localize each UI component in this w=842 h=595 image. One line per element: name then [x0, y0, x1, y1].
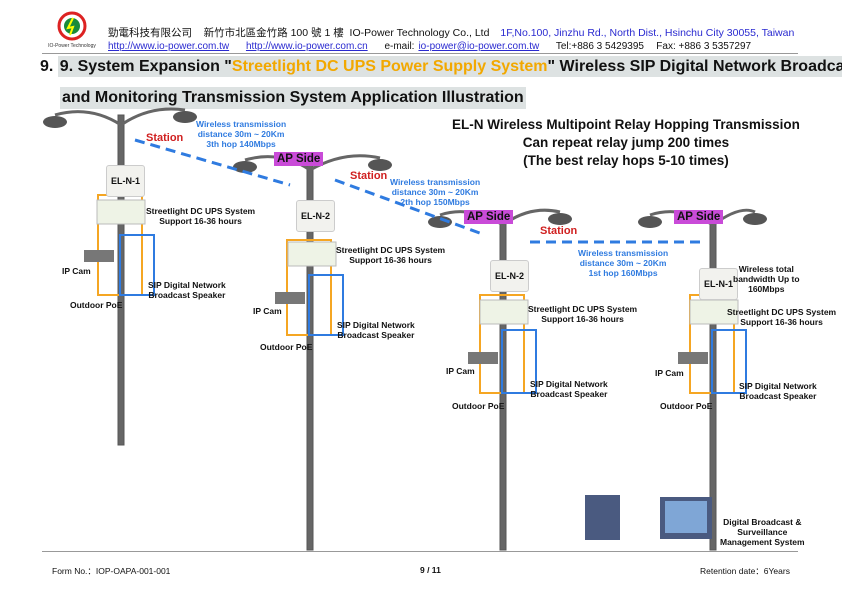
spk-l2: Broadcast Speaker — [739, 391, 817, 401]
retention-date: Retention date：6Years — [700, 566, 790, 576]
ap-side-label-2: AP Side — [464, 210, 514, 224]
mgmt-l2: Surveillance — [737, 527, 788, 537]
poe-label-1: Outdoor PoE — [70, 300, 123, 310]
el-n-2-unit-label-b: EL-N-2 — [490, 260, 529, 292]
link-l2: distance 30m ~ 20Km — [391, 187, 479, 197]
form-number: Form No.：IOP-OAPA-001-001 — [52, 566, 171, 576]
ups-l2: Support 16-36 hours — [349, 255, 432, 265]
section-title-line-2: and Monitoring Transmission System Appli… — [60, 87, 526, 109]
address-zh: 新竹市北區金竹路 100 號 1 樓 — [203, 27, 344, 39]
fax: Fax: +886 3 5357297 — [656, 41, 752, 52]
poe-label-3: Outdoor PoE — [452, 401, 505, 411]
page-number: 9 / 11 — [420, 565, 441, 575]
address-en: 1F,No.100, Jinzhu Rd., North Dist., Hsin… — [500, 27, 795, 39]
spk-l1: SIP Digital Network — [337, 320, 415, 330]
ups-l1: Streetlight DC UPS System — [146, 206, 256, 216]
spk-l1: SIP Digital Network — [739, 381, 817, 391]
mgmt-l3: Management System — [720, 537, 805, 547]
link-l1: Wireless transmission — [196, 119, 287, 129]
ups-l2: Support 16-36 hours — [740, 317, 823, 327]
link-l1: Wireless transmission — [390, 177, 481, 187]
headline-l3: (The best relay hops 5-10 times) — [523, 153, 729, 168]
footer-divider — [42, 551, 798, 552]
el-n-1-unit-label: EL-N-1 — [106, 165, 145, 197]
link-l1: Wireless transmission — [578, 248, 669, 258]
link-l3: 1st hop 160Mbps — [588, 268, 658, 278]
headline-l2: Can repeat relay jump 200 times — [522, 135, 730, 150]
link-l3: 2th hop 150Mbps — [400, 197, 470, 207]
headline-l1: EL-N Wireless Multipoint Relay Hopping T… — [452, 117, 800, 132]
ups-l1: Streetlight DC UPS System — [336, 245, 446, 255]
website-tw-link[interactable]: http://www.io-power.com.tw — [108, 41, 230, 52]
section-title: 9. 9. System Expansion "Streetlight DC U… — [40, 56, 842, 77]
svg-text:IO-Power Technology: IO-Power Technology — [48, 43, 96, 49]
ip-cam-label-2: IP Cam — [253, 306, 282, 316]
phone: Tel:+886 3 5429395 — [555, 41, 644, 52]
ap-side-label-3: AP Side — [674, 210, 724, 224]
bw-l2: bandwidth Up to — [733, 274, 800, 284]
poe-label-4: Outdoor PoE — [660, 401, 713, 411]
spk-l2: Broadcast Speaker — [530, 389, 608, 399]
title-suffix: " Wireless SIP Digital Network Broadcast — [547, 58, 842, 75]
bw-l1: Wireless total — [738, 264, 794, 274]
station-label-1: Station — [146, 132, 184, 144]
spk-l2: Broadcast Speaker — [148, 290, 226, 300]
ip-cam-label-4: IP Cam — [655, 368, 684, 378]
title-highlight: Streetlight DC UPS Power Supply System — [231, 58, 548, 75]
ap-side-label-1: AP Side — [274, 152, 324, 166]
poe-label-2: Outdoor PoE — [260, 342, 313, 352]
link-l2: distance 30m ~ 20Km — [197, 129, 285, 139]
ip-cam-label-3: IP Cam — [446, 366, 475, 376]
header-line-1: 勁電科技有限公司 新竹市北區金竹路 100 號 1 樓 IO-Power Tec… — [108, 25, 794, 40]
spk-l1: SIP Digital Network — [148, 280, 226, 290]
spk-l2: Broadcast Speaker — [337, 330, 415, 340]
email-link[interactable]: io-power@io-power.com.tw — [418, 41, 540, 52]
company-name-en: IO-Power Technology Co., Ltd — [349, 27, 490, 39]
ip-cam-label-1: IP Cam — [62, 266, 91, 276]
company-logo: IO-Power Technology — [47, 10, 97, 50]
ups-l2: Support 16-36 hours — [541, 314, 624, 324]
spk-l1: SIP Digital Network — [530, 379, 608, 389]
bw-l3: 160Mbps — [748, 284, 785, 294]
header-line-2: http://www.io-power.com.tw http://www.io… — [108, 41, 755, 52]
el-n-1-unit-label-b: EL-N-1 — [699, 268, 738, 300]
company-name-zh: 勁電科技有限公司 — [108, 27, 192, 39]
title-prefix: 9. System Expansion " — [59, 58, 232, 75]
link-l2: distance 30m ~ 20Km — [579, 258, 667, 268]
headline: EL-N Wireless Multipoint Relay Hopping T… — [452, 116, 800, 170]
station-label-2: Station — [350, 170, 388, 182]
link-l3: 3th hop 140Mbps — [206, 139, 276, 149]
ups-l1: Streetlight DC UPS System — [528, 304, 638, 314]
header-divider — [42, 53, 798, 54]
station-label-3: Station — [540, 225, 578, 237]
ups-l2: Support 16-36 hours — [159, 216, 242, 226]
email-label: e-mail: — [384, 41, 415, 52]
website-cn-link[interactable]: http://www.io-power.com.cn — [245, 41, 368, 52]
el-n-2-unit-label: EL-N-2 — [296, 200, 335, 232]
ups-l1: Streetlight DC UPS System — [727, 307, 837, 317]
mgmt-l1: Digital Broadcast & — [723, 517, 802, 527]
